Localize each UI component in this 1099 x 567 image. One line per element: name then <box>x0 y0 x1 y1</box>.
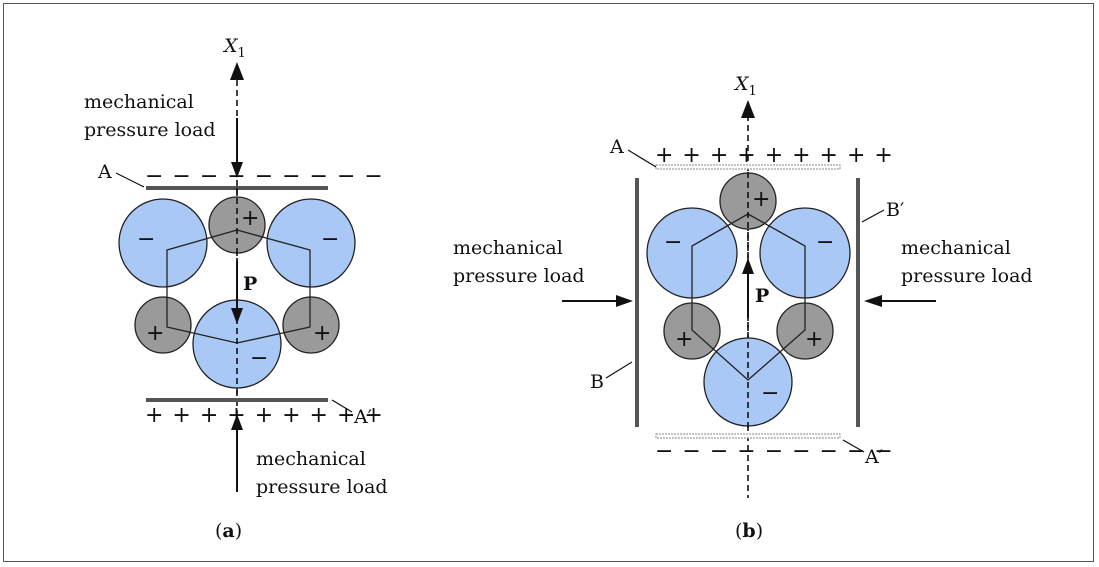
cation-bottom-left <box>134 296 192 354</box>
bottom-charges-b: − − − − − − − − − <box>655 439 894 464</box>
panel-a: X1 mechanical pressure load A − − − − − … <box>84 35 388 542</box>
bottom-load-arrowhead <box>231 414 243 430</box>
sign-cation-left-b: + <box>675 327 693 352</box>
plate-a-leader <box>115 172 145 188</box>
top-load-label-line1: mechanical <box>84 91 194 113</box>
surface-a-prime-b <box>655 433 841 439</box>
caption-b: (b) <box>735 520 763 542</box>
left-load-label-line2: pressure load <box>453 265 585 287</box>
label-a-leader-b <box>627 149 657 168</box>
hexagon-bonds-b <box>691 213 806 381</box>
top-load-arrowhead <box>231 162 243 178</box>
label-a-b: A <box>609 136 624 158</box>
right-load-label-line2: pressure load <box>901 265 1033 287</box>
label-b-leader <box>605 361 633 379</box>
sign-anion-left-b: − <box>664 230 682 255</box>
sign-anion-bottom: − <box>250 346 268 371</box>
polarization-label-b: P <box>755 285 769 307</box>
bottom-charges-a: + + + + + + + + + <box>145 403 384 428</box>
caption-a: (a) <box>215 520 242 542</box>
left-load-arrowhead <box>616 295 633 307</box>
bottom-load-label-line1: mechanical <box>256 448 366 470</box>
sign-anion-top-right: − <box>321 227 339 252</box>
plate-a-prime-label: A′ <box>353 406 372 428</box>
right-load-arrowhead <box>864 295 882 307</box>
right-load-label-line1: mechanical <box>901 237 1011 259</box>
label-a-prime-leader-b <box>842 439 865 453</box>
figure-frame <box>3 3 1094 562</box>
left-load-label-line1: mechanical <box>453 237 563 259</box>
label-b: B <box>590 371 604 393</box>
sign-anion-top-left: − <box>137 227 155 252</box>
label-b-prime-leader <box>861 209 885 223</box>
sign-anion-right-b: − <box>816 230 834 255</box>
sign-cation-bottom-left: + <box>146 321 164 346</box>
anion-top-left <box>118 198 208 288</box>
sign-cation-right-b: + <box>805 327 823 352</box>
axis-x1-label-b: X1 <box>733 73 757 99</box>
cation-bottom-right <box>282 296 340 354</box>
top-load-label-line2: pressure load <box>84 119 216 141</box>
axis-x1-arrowhead <box>230 62 244 80</box>
axis-x1-label: X1 <box>222 35 246 61</box>
top-charges-a: − − − − − − − − − <box>145 164 384 189</box>
axis-x1-arrowhead-b <box>741 100 755 118</box>
sign-cation-top-b: + <box>752 187 770 212</box>
top-charges-b: + + + + + + + + + <box>655 143 894 168</box>
bottom-load-label-line2: pressure load <box>256 476 388 498</box>
label-b-prime: B′ <box>886 199 904 221</box>
plate-a-prime-leader <box>331 399 353 413</box>
polarization-arrowhead-b <box>742 258 754 274</box>
anion-top-right <box>266 198 356 288</box>
surface-a-b <box>655 164 841 170</box>
plate-a-label: A <box>97 161 112 183</box>
sign-anion-bottom-b: − <box>761 381 779 406</box>
polarization-label-a: P <box>243 273 257 295</box>
panel-b: X1 A + + + + + + + + + B′ B mechanical p… <box>453 73 1033 542</box>
label-a-prime-b: A′ <box>864 446 883 468</box>
sign-cation-top: + <box>241 206 259 231</box>
sign-cation-bottom-right: + <box>313 321 331 346</box>
polarization-arrowhead-a <box>231 308 243 324</box>
